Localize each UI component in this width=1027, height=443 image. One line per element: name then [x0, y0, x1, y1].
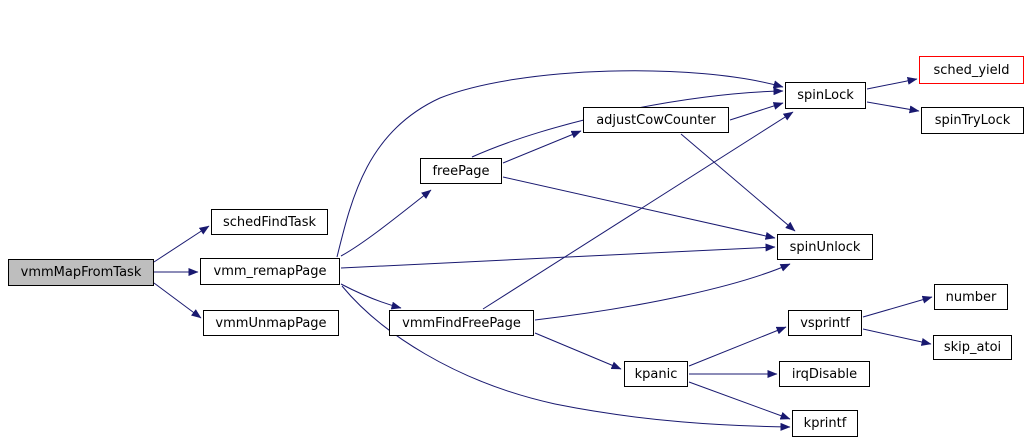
node-adjustCowCounter[interactable]: adjustCowCounter	[583, 107, 729, 133]
edge-spinLock-to-sched_yield	[866, 76, 918, 90]
node-vmm_remapPage[interactable]: vmm_remapPage	[200, 258, 340, 285]
edge-vmmFindFreePage-to-kpanic	[534, 332, 622, 370]
edge-vmm_remapPage-to-kprintf	[341, 285, 791, 431]
node-vmmMapFromTask[interactable]: vmmMapFromTask	[8, 259, 154, 286]
edge-vmmMapFromTask-to-vmmUnmapPage	[153, 282, 202, 319]
edge-freePage-to-spinUnlock	[502, 176, 776, 240]
node-irqDisable[interactable]: irqDisable	[779, 361, 870, 387]
edge-adjustCowCounter-to-spinLock	[729, 102, 784, 121]
edge-vmmMapFromTask-to-schedFindTask	[153, 225, 210, 263]
edge-adjustCowCounter-to-spinUnlock	[680, 133, 796, 232]
edge-kpanic-to-kprintf	[688, 381, 791, 420]
edge-spinLock-to-spinTryLock	[866, 101, 920, 114]
node-kprintf[interactable]: kprintf	[792, 410, 858, 437]
node-spinLock[interactable]: spinLock	[785, 82, 866, 109]
node-spinUnlock[interactable]: spinUnlock	[777, 234, 873, 260]
edge-freePage-to-adjustCowCounter	[502, 130, 582, 164]
node-vmmUnmapPage[interactable]: vmmUnmapPage	[203, 310, 339, 336]
node-vmmFindFreePage[interactable]: vmmFindFreePage	[389, 310, 534, 336]
edge-vmm_remapPage-to-spinLock	[336, 70, 784, 258]
node-kpanic[interactable]: kpanic	[624, 361, 688, 387]
edge-vmmFindFreePage-to-spinLock	[482, 111, 794, 310]
node-skip_atoi[interactable]: skip_atoi	[933, 335, 1012, 360]
edge-vmmFindFreePage-to-spinUnlock	[534, 263, 791, 321]
node-schedFindTask[interactable]: schedFindTask	[211, 209, 328, 235]
node-spinTryLock[interactable]: spinTryLock	[921, 107, 1024, 134]
edge-vsprintf-to-skip_atoi	[862, 328, 932, 346]
node-freePage[interactable]: freePage	[420, 158, 502, 184]
edge-vmm_remapPage-to-vmmFindFreePage	[340, 283, 402, 310]
edge-vmm_remapPage-to-spinUnlock	[340, 243, 776, 269]
edge-vmm_remapPage-to-freePage	[340, 189, 432, 257]
node-sched_yield[interactable]: sched_yield	[919, 56, 1024, 84]
edge-kpanic-to-vsprintf	[688, 326, 787, 367]
node-vsprintf[interactable]: vsprintf	[788, 310, 862, 336]
edge-vsprintf-to-number	[862, 295, 933, 318]
node-number[interactable]: number	[934, 284, 1008, 310]
